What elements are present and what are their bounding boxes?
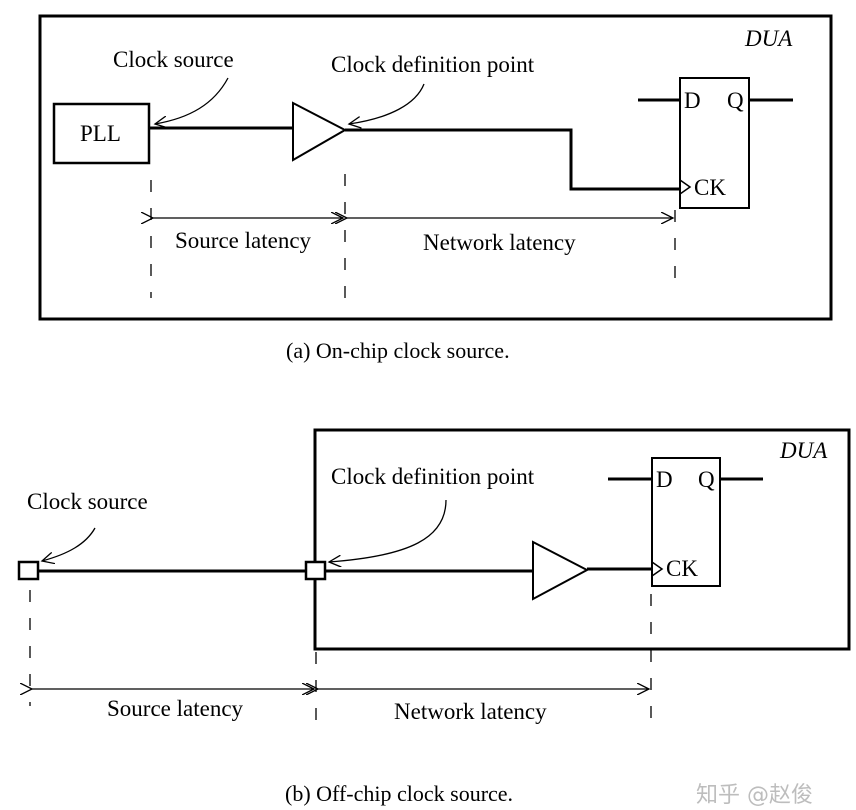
flipflop-b [651,457,721,587]
ff-d-label-b: D [656,467,673,492]
wire-buffer-to-ff-a [345,128,680,191]
ff-q-label-b: Q [698,467,715,492]
clock-source-label-b: Clock source [27,489,148,514]
flipflop-a [679,77,750,209]
source-latency-label-b: Source latency [107,696,244,721]
clock-definition-arrow-a [349,83,425,124]
network-latency-label-a: Network latency [423,230,576,255]
dua-label-b: DUA [779,438,828,463]
clock-source-pin [17,560,40,581]
caption-a: (a) On-chip clock source. [286,338,510,363]
ff-ck-label-a: CK [694,175,726,200]
dua-box-a [38,14,833,321]
clock-triangle-a [679,179,692,195]
clock-definition-pin [304,560,327,581]
clock-source-arrow-b [42,527,96,561]
network-latency-label-b: Network latency [394,699,547,724]
dua-label-a: DUA [744,26,793,51]
clock-source-arrow-a [155,77,229,124]
clock-definition-label-a: Clock definition point [331,52,535,77]
ff-q-label-a: Q [727,88,744,113]
buffer-b [532,540,590,601]
clock-definition-arrow-b [329,499,447,562]
clock-triangle-b [651,561,664,577]
pll-label: PLL [80,121,121,146]
clock-source-label-a: Clock source [113,47,234,72]
clock-definition-label-b: Clock definition point [331,464,535,489]
dua-box-b [313,428,851,651]
ff-d-label-a: D [684,88,701,113]
diagram-b: DUA D Q CK Clock source Clock definition… [17,428,851,806]
caption-b: (b) Off-chip clock source. [285,781,513,806]
ff-ck-label-b: CK [666,556,698,581]
diagram-a: DUA PLL D Q CK Clock source Clock defini… [38,14,833,363]
buffer-a [292,101,348,162]
source-latency-label-a: Source latency [175,228,312,253]
pll-box [52,102,151,165]
watermark: 知乎 @赵俊 [696,783,813,808]
